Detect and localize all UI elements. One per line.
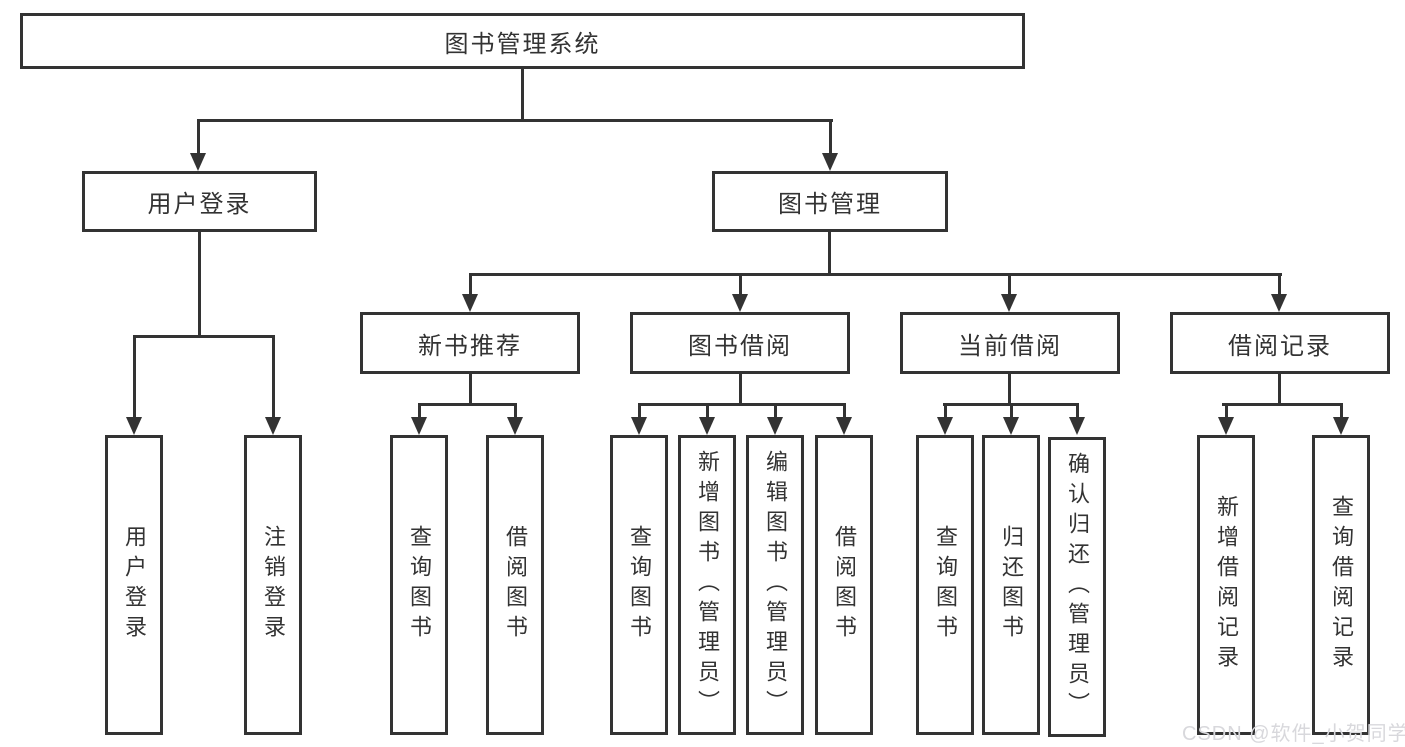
leaf-edit-books-admin: 编辑图书（管理员） <box>746 435 804 735</box>
connector-line <box>829 119 832 155</box>
leaf-add-books-admin-label: 新增图书（管理员） <box>695 450 720 720</box>
connector-line <box>469 374 472 406</box>
node-new-book-recommendation-label: 新书推荐 <box>418 332 522 360</box>
connector-line <box>843 403 846 419</box>
leaf-query-books-recommend-label: 查询图书 <box>407 525 432 645</box>
node-new-book-recommendation: 新书推荐 <box>360 312 580 374</box>
leaf-borrow-books-recommend-label: 借阅图书 <box>503 525 528 645</box>
arrow-down-icon <box>822 153 838 171</box>
node-library-system: 图书管理系统 <box>20 13 1025 69</box>
connector-line <box>828 232 831 276</box>
leaf-query-books-current: 查询图书 <box>916 435 974 735</box>
leaf-query-borrow-record-label: 查询借阅记录 <box>1329 495 1354 675</box>
leaf-return-books-label: 归还图书 <box>999 525 1024 645</box>
arrow-down-icon <box>411 417 427 435</box>
connector-line <box>706 403 709 419</box>
arrow-down-icon <box>1069 417 1085 435</box>
leaf-edit-books-admin-label: 编辑图书（管理员） <box>763 450 788 720</box>
leaf-user-login-label: 用户登录 <box>122 525 147 645</box>
node-book-management: 图书管理 <box>712 171 948 232</box>
connector-line <box>638 403 845 406</box>
leaf-query-books-borrow: 查询图书 <box>610 435 668 735</box>
arrow-down-icon <box>1218 417 1234 435</box>
connector-line <box>944 403 947 419</box>
arrow-down-icon <box>265 417 281 435</box>
node-book-borrowing-label: 图书借阅 <box>688 332 792 360</box>
leaf-add-borrow-record: 新增借阅记录 <box>1197 435 1255 735</box>
connector-line <box>1008 273 1011 297</box>
arrow-down-icon <box>1333 417 1349 435</box>
connector-line <box>1222 403 1342 406</box>
node-book-management-label: 图书管理 <box>778 191 882 218</box>
node-user-login: 用户登录 <box>82 171 317 232</box>
connector-line <box>521 69 524 120</box>
connector-line <box>774 403 777 419</box>
arrow-down-icon <box>190 153 206 171</box>
connector-line <box>1340 403 1343 419</box>
leaf-logout-login-label: 注销登录 <box>261 525 286 645</box>
connector-line <box>418 403 421 419</box>
connector-line <box>469 273 472 297</box>
leaf-user-login: 用户登录 <box>105 435 163 735</box>
connector-line <box>1278 273 1281 297</box>
leaf-query-books-borrow-label: 查询图书 <box>627 525 652 645</box>
connector-line <box>739 273 742 297</box>
connector-line <box>1008 374 1011 406</box>
leaf-borrow-books-recommend: 借阅图书 <box>486 435 544 735</box>
connector-line <box>739 374 742 406</box>
connector-line <box>514 403 517 419</box>
arrow-down-icon <box>767 417 783 435</box>
arrow-down-icon <box>836 417 852 435</box>
arrow-down-icon <box>1001 294 1017 312</box>
node-borrowing-records-label: 借阅记录 <box>1228 332 1332 360</box>
node-current-borrowing-label: 当前借阅 <box>958 332 1062 360</box>
connector-line <box>198 232 201 335</box>
leaf-borrow-books-borrow: 借阅图书 <box>815 435 873 735</box>
watermark: CSDN @软件_小贺同学 <box>1182 723 1405 745</box>
leaf-logout-login: 注销登录 <box>244 435 302 735</box>
arrow-down-icon <box>699 417 715 435</box>
arrow-down-icon <box>126 417 142 435</box>
arrow-down-icon <box>507 417 523 435</box>
connector-line <box>133 335 136 419</box>
leaf-query-borrow-record: 查询借阅记录 <box>1312 435 1370 735</box>
arrow-down-icon <box>631 417 647 435</box>
node-borrowing-records: 借阅记录 <box>1170 312 1390 374</box>
leaf-query-books-current-label: 查询图书 <box>933 525 958 645</box>
leaf-query-books-recommend: 查询图书 <box>390 435 448 735</box>
leaf-return-books: 归还图书 <box>982 435 1040 735</box>
arrow-down-icon <box>1271 294 1287 312</box>
leaf-confirm-return-admin: 确认归还（管理员） <box>1048 437 1106 737</box>
node-current-borrowing: 当前借阅 <box>900 312 1120 374</box>
connector-line <box>197 119 833 122</box>
arrow-down-icon <box>1003 417 1019 435</box>
connector-line <box>469 273 1282 276</box>
connector-line <box>418 403 516 406</box>
arrow-down-icon <box>937 417 953 435</box>
connector-line <box>638 403 641 419</box>
leaf-borrow-books-borrow-label: 借阅图书 <box>832 525 857 645</box>
connector-line <box>1278 374 1281 406</box>
arrow-down-icon <box>462 294 478 312</box>
leaf-confirm-return-admin-label: 确认归还（管理员） <box>1065 452 1090 722</box>
connector-line <box>1010 403 1013 419</box>
connector-line <box>272 335 275 419</box>
node-book-borrowing: 图书借阅 <box>630 312 850 374</box>
connector-line <box>1225 403 1228 419</box>
arrow-down-icon <box>732 294 748 312</box>
leaf-add-books-admin: 新增图书（管理员） <box>678 435 736 735</box>
leaf-add-borrow-record-label: 新增借阅记录 <box>1214 495 1239 675</box>
connector-line <box>197 119 200 155</box>
node-user-login-label: 用户登录 <box>147 191 252 218</box>
connector-line <box>1076 403 1079 419</box>
node-library-system-label: 图书管理系统 <box>444 30 601 58</box>
connector-line <box>133 335 275 338</box>
